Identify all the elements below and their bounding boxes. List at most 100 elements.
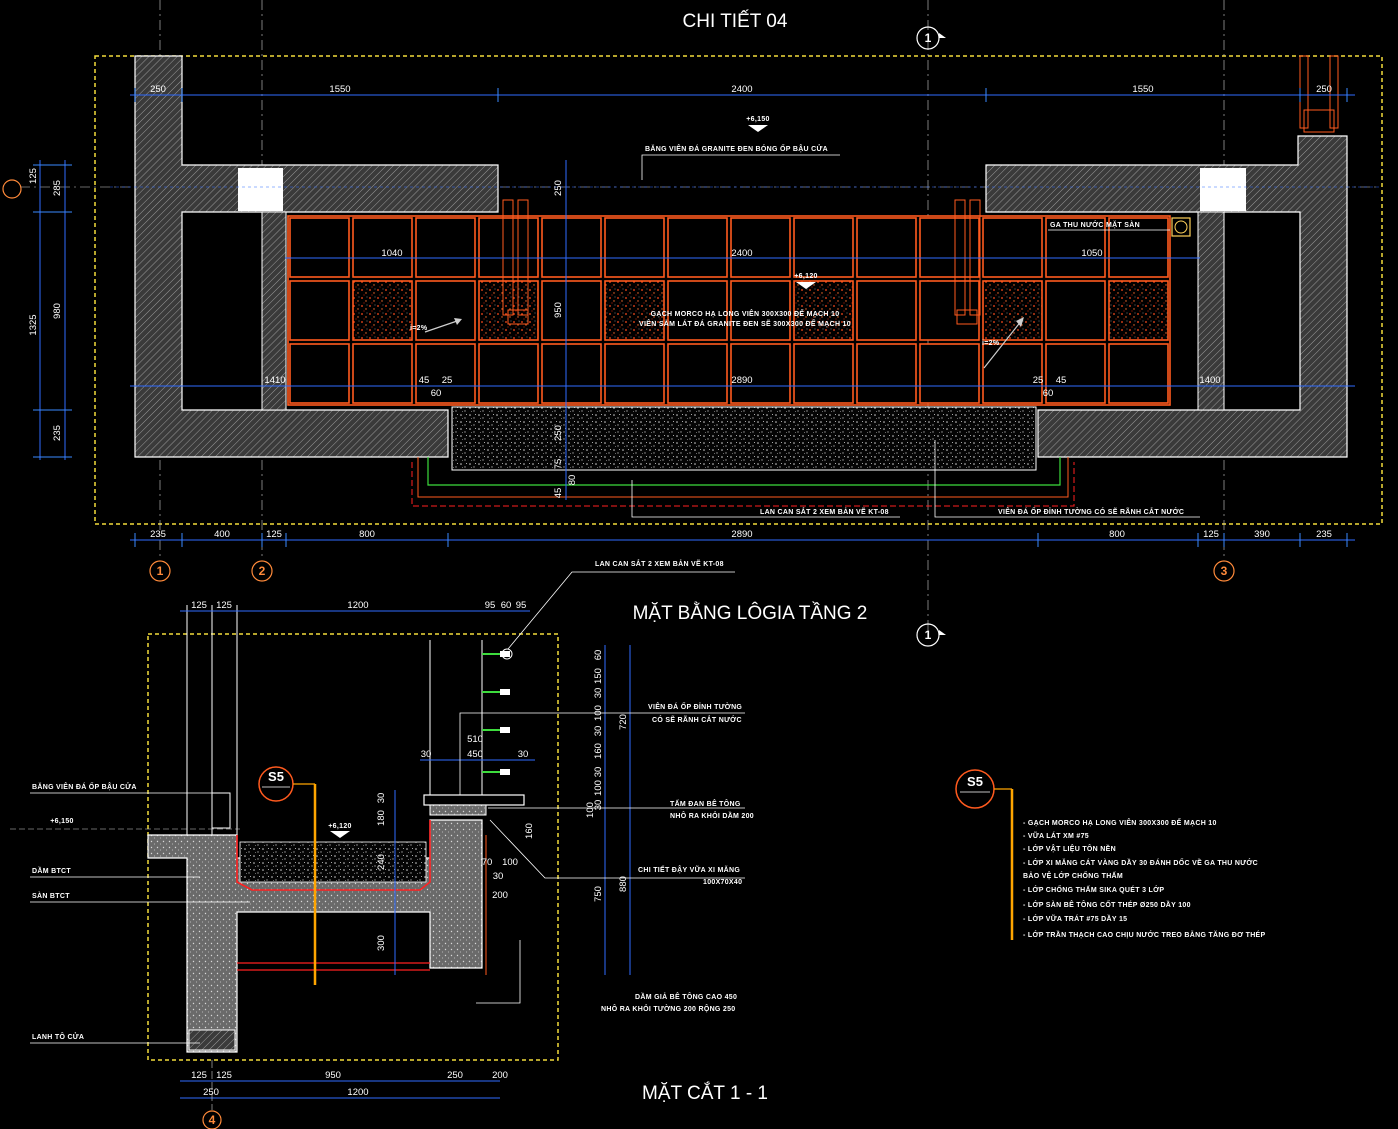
granite-tile [982,280,1043,341]
dim-top-3: 2400 [731,84,752,95]
dim-v-285: 285 [52,180,63,196]
sdim-in-70: 70 [482,857,493,868]
floor-tile [919,343,980,404]
dim-bot-5: 2890 [731,529,752,540]
dim-vm-250a: 250 [553,180,564,196]
legend-line-5: - LỚP CHỐNG THẤM SIKA QUÉT 3 LỚP [1023,884,1164,894]
dim-vm-950: 950 [553,302,564,318]
sdim-b1-4: 200 [492,1070,508,1081]
left-jamb [261,211,287,411]
railing-bar-ends [500,651,510,775]
snote-beam-1: DẦM GIẢ BÊ TÔNG CAO 450 [635,991,737,1001]
sdim-in-160: 160 [524,823,535,839]
granite-tile [793,280,854,341]
floor-tile [667,217,728,278]
floor-tile [415,343,476,404]
floor-tile [856,217,917,278]
sdim-ra-2: 30 [593,688,604,699]
granite-tile [352,280,413,341]
dim-v-235: 235 [52,425,63,441]
plan-title: MẶT BẰNG LÔGIA TẦNG 2 [633,602,868,624]
sdim-ra-6: 30 [593,767,604,778]
dim-vm-75: 75 [553,459,564,470]
plan-dimension-lines [33,88,1355,547]
axis-label-1: 1 [157,564,164,578]
sdim-coping-510: 510 [467,734,483,745]
legend-line-1: - VỮA LÁT XM #75 [1023,831,1089,840]
sdim-b1-1: 125 [216,1070,232,1081]
dim-small-l1: 45 [419,375,430,386]
dim-small-l2: 25 [442,375,453,386]
cut-marker-top: 1 [916,26,946,50]
dim-bot-1: 235 [150,529,166,540]
floor-tile [856,280,917,341]
dim-in-2: 2890 [731,375,752,386]
floor-tile [478,343,539,404]
floor-tile [730,217,791,278]
right-jamb [1197,211,1225,411]
snote-slab-1: TẤM ĐAN BÊ TÔNG [670,798,741,808]
floor-tile [856,343,917,404]
axis-label-2: 2 [259,564,266,578]
legend-line-3: - LỚP XI MĂNG CÁT VÀNG DẦY 30 ĐÁNH DỐC V… [1023,857,1258,867]
floor-tile [478,217,539,278]
railing-bars [482,653,502,773]
sdim-b2-1: 1200 [347,1087,368,1098]
sdim-b2-0: 250 [203,1087,219,1098]
axis-bubble-3: 3 [1213,560,1235,582]
snote-drip-1: CHI TIẾT ĐẬY VỮA XI MĂNG [638,864,740,874]
snote-drip-2: 100X70X40 [703,879,742,886]
floor-tile [667,343,728,404]
floor-tile [982,217,1043,278]
drip-detail [429,804,487,816]
railing-handrail-icon [501,648,513,660]
dim-bot-6: 800 [1109,529,1125,540]
legend-line-2: - LỚP VẬT LIỆU TÔN NỀN [1023,843,1116,853]
sdim-ra-8: 30 [593,800,604,811]
planter-waterproof-line [427,457,1061,486]
sec-level-upper: +6,150 [50,818,73,825]
right-wall [985,135,1348,458]
cut-label-bottom: 1 [925,628,932,642]
dim-small-r3: 60 [1043,388,1054,399]
snote-slab-2: NHÔ RA KHỎI DẦM 200 [670,810,754,820]
floor-tile [1045,217,1106,278]
dim-v-980: 980 [52,303,63,319]
section-title: MẶT CẮT 1 - 1 [642,1082,768,1104]
sdim-in-100: 100 [502,857,518,868]
snote-beam-2: NHÔ RA KHỎI TƯỜNG 200 RỘNG 250 [601,1004,736,1013]
sdim-b1-0: 125 [191,1070,207,1081]
dim-vm-80: 80 [567,475,578,486]
waterproof-membrane [236,820,431,891]
slope-left-arrowhead-icon [454,318,462,325]
dim-in-3: 1400 [1199,375,1220,386]
plan-detail-04: CHI TIẾT 04 [2,0,1383,647]
granite-tile [1108,280,1169,341]
dim-top-5: 250 [1316,84,1332,95]
axis-bubble-3-icon [1213,560,1235,582]
floor-tile [289,280,350,341]
sdim-coping-30b: 30 [518,749,529,760]
sdim-rb-750: 750 [593,886,604,902]
sdim-ra-5: 160 [593,743,604,759]
note-railing-leader [631,480,900,518]
dim-small-l3: 60 [431,388,442,399]
axis-label-3: 3 [1221,564,1228,578]
level-upper-marker-icon [748,125,768,132]
floor-tile [793,343,854,404]
dim-bot-7: 125 [1203,529,1219,540]
dim-bot-9: 235 [1316,529,1332,540]
sdim-ra-1: 150 [593,668,604,684]
section-gravel-fill [239,841,427,883]
snote-coping-2: CÓ SẼ RÃNH CẮT NƯỚC [652,715,742,724]
sdim-ra-9: 100 [585,802,596,818]
snote-drip-leader [489,819,745,879]
dim-vm-45: 45 [553,488,564,499]
sdim-b1-2: 950 [325,1070,341,1081]
sdim-in-30: 30 [376,793,387,804]
legend-s5: S5 - GẠCH MORCO HẠ LONG VIÊN 300X300 ĐỂ … [955,769,1265,940]
axis-bubble-left-icon [2,179,22,199]
snote-sill: BĂNG VIÊN ĐÁ ỐP BẬU CỬA [32,781,137,791]
dim-vm-250b: 250 [553,425,564,441]
floor-tile [1108,217,1169,278]
